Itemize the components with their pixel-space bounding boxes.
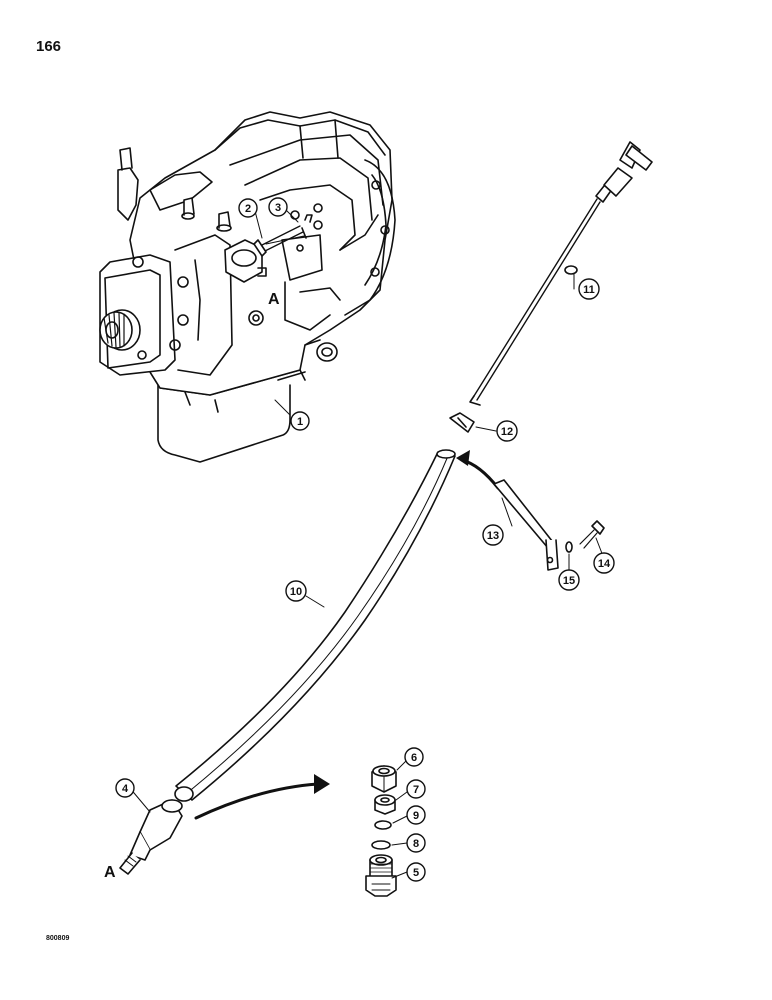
callout-11: 11: [578, 278, 600, 300]
dipstick-tube: [174, 449, 456, 802]
callout-4: 4: [115, 778, 135, 798]
callout-6: 6: [404, 747, 424, 767]
svg-text:7: 7: [413, 784, 419, 796]
svg-text:4: 4: [122, 783, 129, 795]
svg-text:12: 12: [501, 426, 513, 438]
svg-text:15: 15: [563, 575, 575, 587]
assembly-arrow-lower: [194, 782, 320, 820]
compression-nut: [371, 765, 397, 793]
dipstick: [469, 141, 653, 406]
transmission-assembly: [99, 111, 396, 463]
o-ring-upper: [374, 820, 392, 830]
svg-text:10: 10: [290, 586, 302, 598]
figure-code: 800809: [46, 935, 70, 942]
svg-text:3: 3: [275, 202, 281, 214]
callout-1: 1: [290, 411, 310, 431]
connector: [365, 854, 397, 897]
svg-text:2: 2: [245, 203, 251, 215]
svg-text:1: 1: [297, 416, 303, 428]
o-ring-lower: [371, 840, 391, 850]
svg-text:8: 8: [413, 838, 419, 850]
leader-lines: [128, 208, 604, 879]
callout-8: 8: [406, 833, 426, 853]
callout-12: 12: [496, 420, 518, 442]
svg-text:11: 11: [583, 284, 595, 296]
callout-13: 13: [482, 524, 504, 546]
callout-3: 3: [268, 197, 288, 217]
svg-text:9: 9: [413, 810, 419, 822]
svg-text:5: 5: [413, 867, 419, 879]
callout-9: 9: [406, 805, 426, 825]
ferrule: [374, 794, 396, 815]
tube-clip: [449, 412, 475, 433]
callout-7: 7: [406, 779, 426, 799]
callout-5: 5: [406, 862, 426, 882]
tube-bracket: [493, 479, 559, 571]
callout-2: 2: [238, 198, 258, 218]
washer: [565, 541, 573, 553]
port-reference-letter: A: [268, 291, 280, 308]
page-number: 166: [36, 38, 62, 55]
svg-text:13: 13: [487, 530, 499, 542]
fitting-reference-letter: A: [104, 864, 116, 881]
tube-fitting: [119, 799, 183, 875]
svg-text:6: 6: [411, 752, 417, 764]
bracket-bolt: [579, 520, 605, 549]
callout-15: 15: [558, 569, 580, 591]
callout-14: 14: [593, 552, 615, 574]
svg-text:14: 14: [598, 558, 611, 570]
callout-10: 10: [285, 580, 307, 602]
